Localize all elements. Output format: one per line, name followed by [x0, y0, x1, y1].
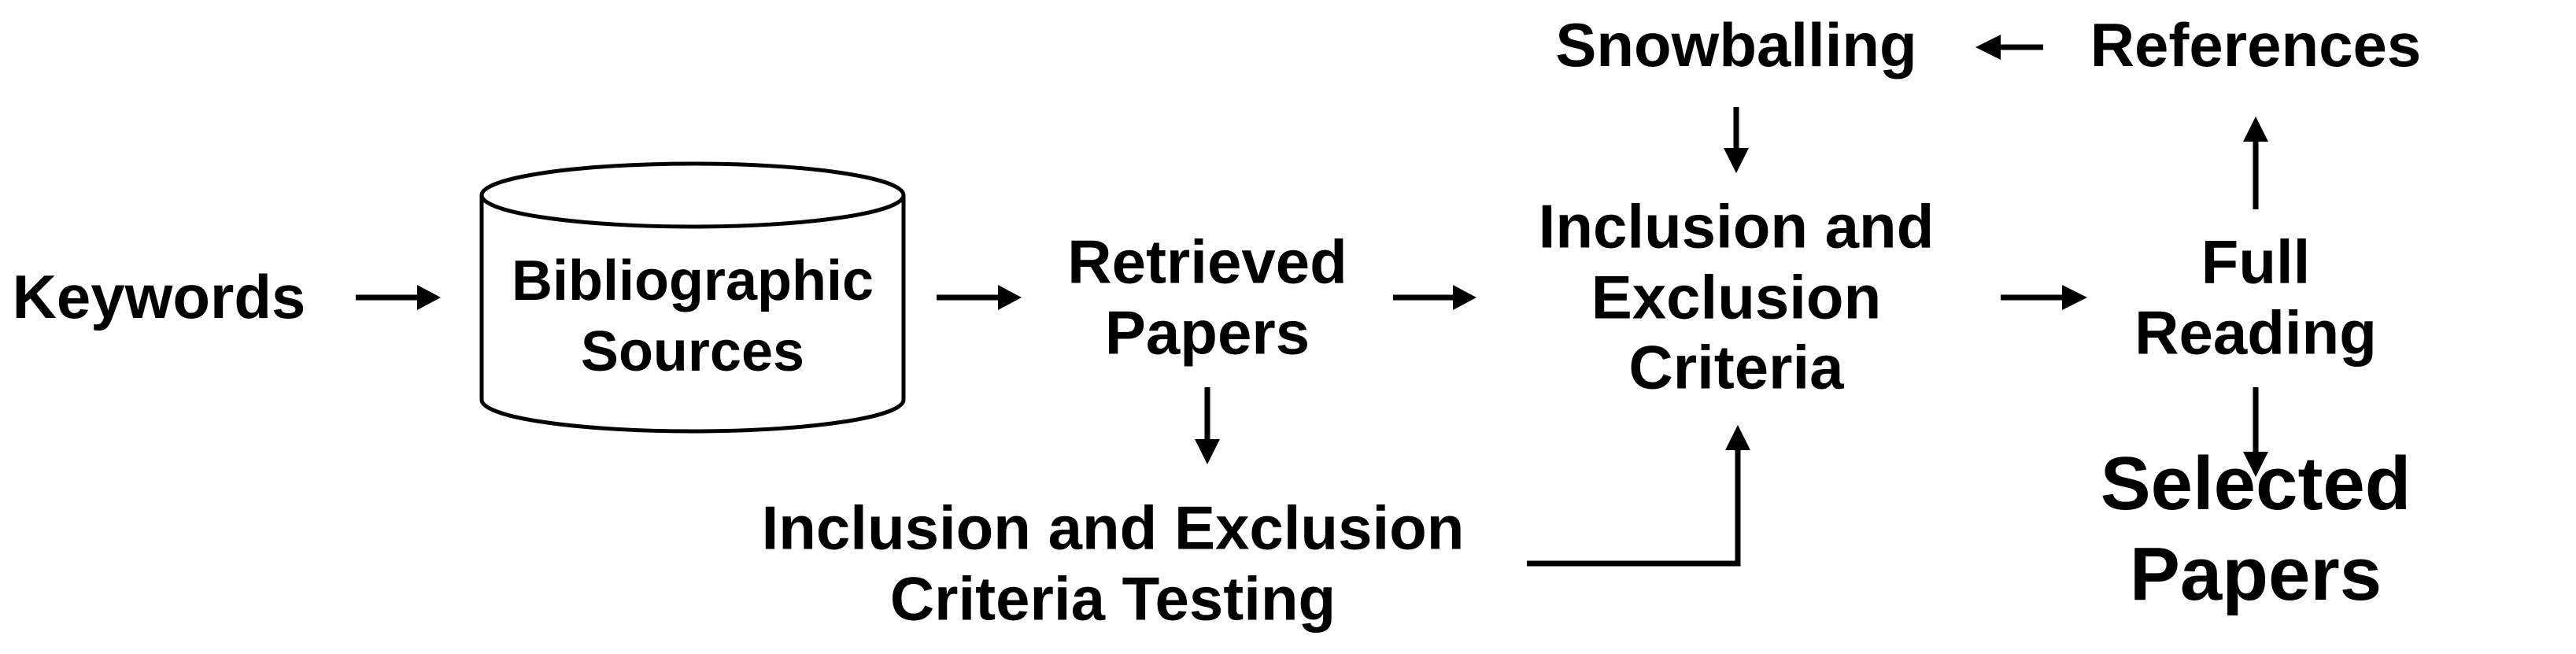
node-references: References — [2090, 10, 2422, 80]
arrowhead-keywords-to-sources — [417, 285, 441, 310]
arrowhead-references-to-snowballing — [1975, 35, 2001, 60]
arrowhead-sources-to-retrieved — [998, 285, 1022, 310]
arrow-testing-to-criteria — [1527, 449, 1741, 567]
arrowhead-snowballing-to-criteria — [1724, 148, 1749, 173]
arrowhead-retrieved-to-criteria — [1453, 285, 1476, 310]
arrowhead-retrieved-to-testing — [1195, 439, 1220, 464]
node-retrieved-papers: Retrieved Papers — [1067, 227, 1347, 367]
arrowhead-testing-to-criteria — [1725, 425, 1750, 450]
arrowhead-fullreading-to-selected — [2243, 452, 2268, 477]
arrowhead-fullreading-to-references — [2243, 116, 2268, 142]
node-full-reading: Full Reading — [2134, 227, 2377, 367]
node-inclusion-testing: Inclusion and Exclusion Criteria Testing — [761, 493, 1465, 633]
node-keywords: Keywords — [12, 262, 306, 332]
node-bibliographic-sources: Bibliographic Sources — [511, 249, 874, 383]
node-selected-papers: Selected Papers — [2100, 441, 2412, 616]
arrowhead-criteria-to-fullreading — [2062, 285, 2087, 310]
node-snowballing: Snowballing — [1555, 10, 1917, 80]
database-cylinder-icon — [479, 161, 906, 434]
node-inclusion-criteria: Inclusion and Exclusion Criteria — [1538, 191, 1935, 402]
